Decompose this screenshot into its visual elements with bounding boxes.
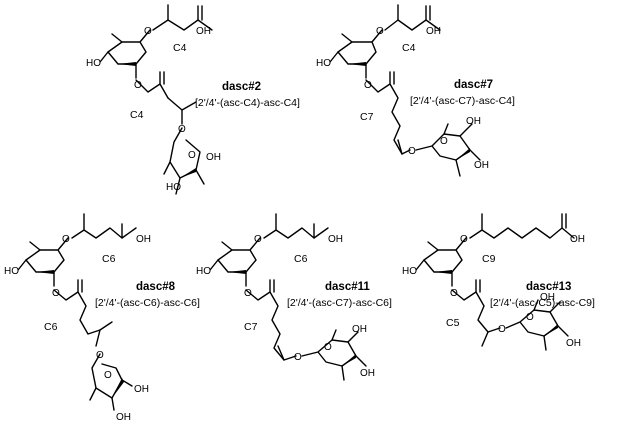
compound-name: dasc#11 xyxy=(325,281,370,293)
upper-chain-label: C6 xyxy=(102,253,116,265)
atom-oh: OH xyxy=(206,152,221,163)
atom-o: O xyxy=(450,288,458,299)
atom-o: O xyxy=(440,136,448,147)
compound-description: [2'/4'-(asc-C6)-asc-C6] xyxy=(95,297,200,309)
atom-oh: OH xyxy=(328,234,343,245)
upper-chain-label: C4 xyxy=(173,42,187,54)
atom-o: O xyxy=(62,234,70,245)
compound-name: dasc#2 xyxy=(222,81,261,93)
atom-o: O xyxy=(324,342,332,353)
atom-o: O xyxy=(144,26,152,37)
molecule-drawing xyxy=(329,4,481,177)
compound-name: dasc#7 xyxy=(454,79,493,91)
atom-o: O xyxy=(104,370,112,381)
atom-o: O xyxy=(134,80,142,91)
atom-oh: OH xyxy=(474,160,489,171)
atom-oh: OH xyxy=(466,116,481,127)
atom-oh: OH xyxy=(570,234,585,245)
upper-chain-label: C9 xyxy=(482,253,496,265)
atom-oh: OH xyxy=(136,234,151,245)
compound-description: [2'/4'-(asc-C5)-asc-C9] xyxy=(490,297,595,309)
atom-o: O xyxy=(96,350,104,361)
atom-o: O xyxy=(52,288,60,299)
lower-chain-label: C7 xyxy=(244,321,258,333)
compound-description: [2'/4'-(asc-C4)-asc-C4] xyxy=(195,97,300,109)
upper-chain-label: C6 xyxy=(294,253,308,265)
compound-dasc7: O OH HO O O O OH OH C4 C7 dasc#7 [2'/4'-… xyxy=(316,4,515,177)
atom-oh: OH xyxy=(426,26,441,37)
molecule-drawing xyxy=(17,213,137,411)
atom-ho: HO xyxy=(86,58,101,69)
compound-name: dasc#8 xyxy=(136,281,176,293)
atom-o: O xyxy=(178,124,186,135)
atom-oh: OH xyxy=(540,292,555,303)
molecule-drawing xyxy=(415,213,575,351)
lower-chain-label: C5 xyxy=(446,317,460,329)
molecule-drawing xyxy=(99,4,213,195)
compound-description: [2'/4'-(asc-C7)-asc-C4] xyxy=(410,95,515,107)
atom-o: O xyxy=(526,312,534,323)
molecule-drawing xyxy=(209,213,367,381)
compound-name: dasc#13 xyxy=(526,281,571,293)
lower-chain-label: C6 xyxy=(44,321,58,333)
atom-oh: OH xyxy=(360,368,375,379)
atom-o: O xyxy=(364,80,372,91)
atom-ho: HO xyxy=(402,266,417,277)
atom-oh: OH xyxy=(196,26,211,37)
atom-oh: OH xyxy=(566,338,581,349)
atom-ho: HO xyxy=(166,182,181,193)
upper-chain-label: C4 xyxy=(402,42,416,54)
lower-chain-label: C7 xyxy=(360,111,374,123)
atom-oh: OH xyxy=(352,324,367,335)
atom-ho: HO xyxy=(196,266,211,277)
compound-dasc8: O OH HO O O O OH OH C6 C6 dasc#8 [2'/4'-… xyxy=(4,213,200,423)
atom-o: O xyxy=(498,324,506,335)
compound-description: [2'/4'-(asc-C7)-asc-C6] xyxy=(287,297,392,309)
atom-ho: HO xyxy=(316,58,331,69)
lower-chain-label: C4 xyxy=(130,109,144,121)
atom-o: O xyxy=(376,26,384,37)
compound-dasc13: O OH HO O O O OH OH C9 C5 dasc#13 [2'/4'… xyxy=(402,213,595,351)
compound-dasc2: O OH HO O O O OH HO C4 C4 dasc#2 [2'/4'-… xyxy=(86,4,300,195)
atom-o: O xyxy=(254,234,262,245)
atom-o: O xyxy=(188,150,196,161)
atom-o: O xyxy=(244,288,252,299)
atom-oh: OH xyxy=(116,412,131,423)
atom-o: O xyxy=(294,352,302,363)
atom-ho: HO xyxy=(4,266,19,277)
atom-o: O xyxy=(460,234,468,245)
atom-o: O xyxy=(408,146,416,157)
atom-oh: OH xyxy=(134,384,149,395)
compound-dasc11: O OH HO O O O OH OH C6 C7 dasc#11 [2'/4'… xyxy=(196,213,392,381)
